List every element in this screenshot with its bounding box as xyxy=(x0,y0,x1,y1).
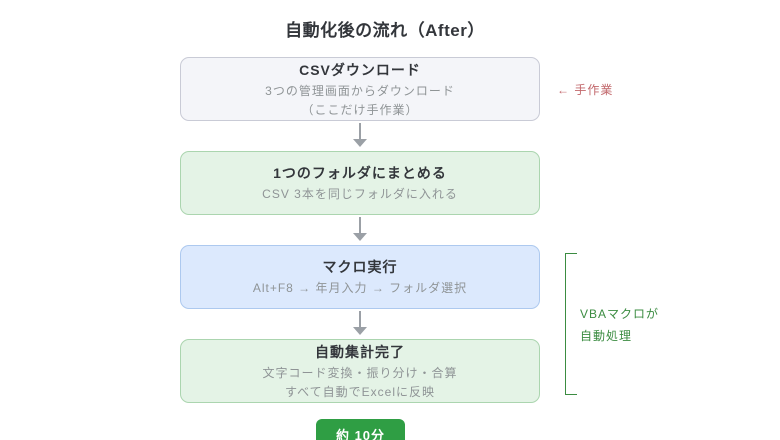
down-arrow-icon xyxy=(352,217,368,243)
step-title: 1つのフォルダにまとめる xyxy=(273,165,447,182)
step-subtitle-line: CSV 3本を同じフォルダに入れる xyxy=(262,187,458,202)
manual-work-label: ← 手作業 xyxy=(557,83,614,97)
down-arrow-icon xyxy=(352,123,368,149)
arrow-head xyxy=(353,233,367,241)
flow-step-csv-download: CSVダウンロード 3つの管理画面からダウンロード （ここだけ手作業） xyxy=(180,57,540,121)
step-subtitle-line: （ここだけ手作業） xyxy=(301,103,419,117)
duration-badge: 約 10分 xyxy=(316,419,405,440)
flow-step-merge-folder: 1つのフォルダにまとめる CSV 3本を同じフォルダに入れる xyxy=(180,151,540,215)
step-subtitle-line: Alt+F8 → 年月入力 → フォルダ選択 xyxy=(252,281,468,296)
arrow-shaft xyxy=(359,311,361,327)
down-arrow-icon xyxy=(352,311,368,337)
step-subtitle-line: 3つの管理画面からダウンロード xyxy=(265,83,455,98)
arrow-shaft xyxy=(359,123,361,139)
step-subtitle-line: すべて自動でExcelに反映 xyxy=(284,385,436,399)
page-title: 自動化後の流れ（After） xyxy=(285,21,485,40)
arrow-shaft xyxy=(359,217,361,233)
arrow-head xyxy=(353,139,367,147)
vba-auto-label-line: VBAマクロが xyxy=(580,307,660,321)
step-title: CSVダウンロード xyxy=(299,61,421,78)
vba-auto-label-line: 自動処理 xyxy=(580,329,633,343)
arrow-head xyxy=(353,327,367,335)
auto-scope-bracket xyxy=(565,253,577,395)
step-title: マクロ実行 xyxy=(322,259,398,276)
step-title: 自動集計完了 xyxy=(315,343,405,360)
flow-step-run-macro: マクロ実行 Alt+F8 → 年月入力 → フォルダ選択 xyxy=(180,245,540,309)
flow-step-auto-complete: 自動集計完了 文字コード変換・振り分け・合算 すべて自動でExcelに反映 xyxy=(180,339,540,403)
step-subtitle-line: 文字コード変換・振り分け・合算 xyxy=(262,365,458,380)
vba-auto-label: VBAマクロが 自動処理 xyxy=(580,303,659,347)
